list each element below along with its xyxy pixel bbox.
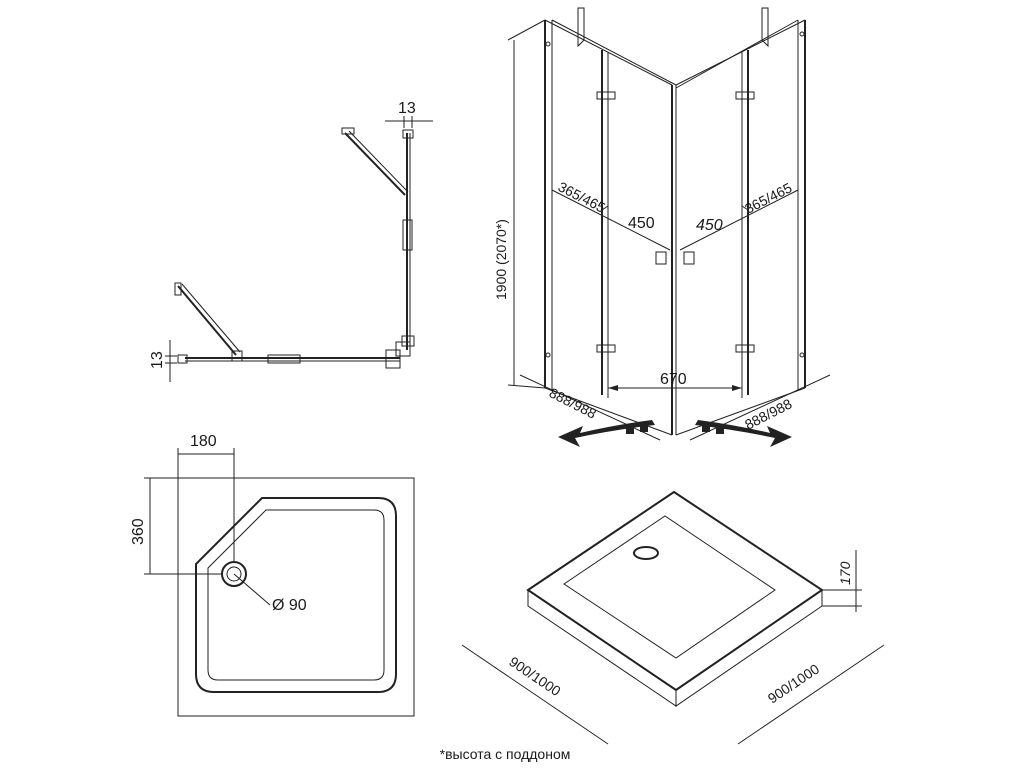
left-swing-arrow <box>558 420 655 447</box>
dim-drain-x: 180 <box>190 433 217 450</box>
dim-drain-y: 360 <box>130 518 147 545</box>
dim-left-base: 888/988 <box>547 384 600 421</box>
dim-tray-height: 170 <box>837 561 853 585</box>
tray-iso-view: 170 900/1000 900/1000 <box>461 490 885 745</box>
dim-right-door: 365/465 <box>742 179 795 216</box>
tray-plan-view: 180 360 Ø 90 <box>130 433 415 717</box>
footnote: *высота с поддоном <box>439 746 571 762</box>
dim-right-panel: 450 <box>696 217 723 234</box>
dim-height: 1900 (2070*) <box>493 219 509 300</box>
plan-dim-left: 13 <box>149 351 166 369</box>
enclosure-view: 1900 (2070*) 365/465 450 450 365/465 670… <box>493 7 831 447</box>
dim-right-side: 900/1000 <box>765 660 823 706</box>
dim-left-side: 900/1000 <box>506 653 564 699</box>
dim-left-panel: 450 <box>628 215 655 232</box>
plan-view: 13 13 <box>149 100 433 382</box>
dim-opening: 670 <box>660 371 687 388</box>
plan-dim-top: 13 <box>398 100 416 117</box>
right-swing-arrow <box>695 420 792 447</box>
dim-left-door: 365/465 <box>556 178 609 215</box>
dim-drain-diameter: Ø 90 <box>272 597 307 614</box>
